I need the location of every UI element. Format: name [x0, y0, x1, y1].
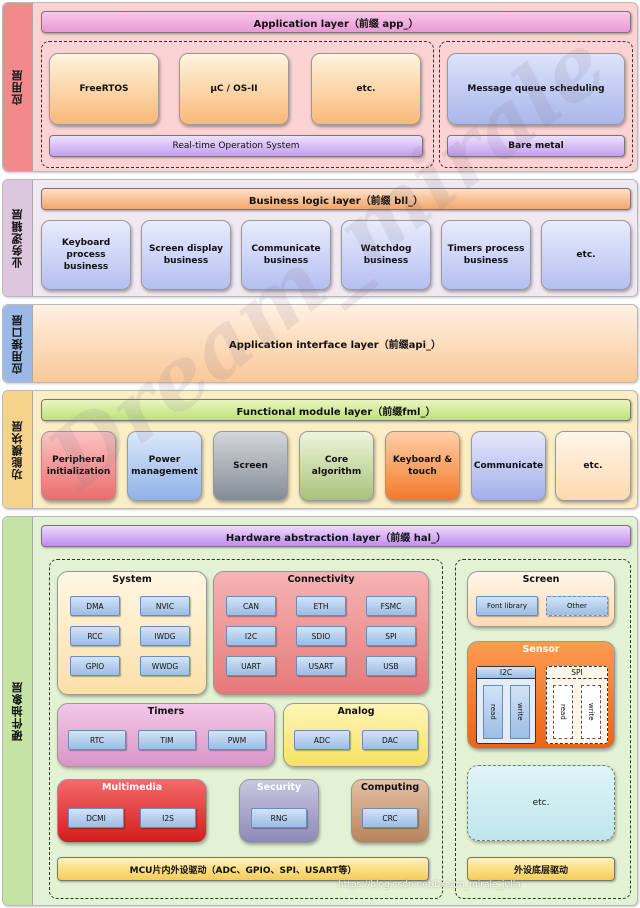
hal-system-title: System — [112, 574, 152, 585]
functional-module-layer-band: 功能模块层 Functional module layer（前缀fml_） Pe… — [2, 390, 638, 509]
chip-iwdg[interactable]: IWDG — [140, 626, 190, 646]
application-interface-layer-band: 应用接口层 Application interface layer（前缀api_… — [2, 304, 638, 383]
chip-fsmc[interactable]: FSMC — [366, 596, 416, 616]
functional-module-layer-side-label: 功能模块层 — [3, 391, 33, 508]
rtos-etc[interactable]: etc. — [311, 53, 421, 125]
hardware-abstraction-layer-band: 硬件抽象层 Hardware abstraction layer（前缀 hal_… — [2, 516, 638, 906]
fml-etc[interactable]: etc. — [555, 431, 631, 501]
fml-communicate[interactable]: Communicate — [471, 431, 546, 501]
hal-analog-title: Analog — [337, 706, 375, 717]
chip-can[interactable]: CAN — [226, 596, 276, 616]
sensor-spi-box: SPI read write — [546, 666, 608, 744]
hal-connectivity-title: Connectivity — [287, 574, 355, 585]
fml-core-algorithm[interactable]: Core algorithm — [299, 431, 374, 501]
hal-security-group: Security RNG — [239, 779, 319, 843]
chip-i2c[interactable]: I2C — [226, 626, 276, 646]
fml-keyboard-touch[interactable]: Keyboard & touch — [385, 431, 460, 501]
hal-sensor-group: Sensor I2C read write SPI read write — [467, 641, 615, 749]
chip-i2s[interactable]: I2S — [140, 808, 196, 828]
chip-sdio[interactable]: SDIO — [296, 626, 346, 646]
hal-multimedia-group: Multimedia DCMI I2S — [57, 779, 207, 843]
bll-communicate[interactable]: Communicate business — [241, 220, 331, 290]
hardware-abstraction-layer-title: Hardware abstraction layer（前缀 hal_） — [41, 525, 631, 547]
rtos-bar: Real-time Operation System — [49, 135, 423, 157]
sensor-i2c-box: I2C read write — [476, 666, 536, 744]
chip-uart[interactable]: UART — [226, 656, 276, 676]
chip-rtc[interactable]: RTC — [68, 730, 126, 750]
hal-analog-group: Analog ADC DAC — [283, 703, 429, 767]
chip-pwm[interactable]: PWM — [208, 730, 266, 750]
business-logic-layer-band: 业务逻辑层 Business logic layer（前缀 bll_） Keyb… — [2, 179, 638, 297]
hal-computing-title: Computing — [360, 782, 420, 793]
chip-font-library[interactable]: Font library — [476, 596, 538, 616]
application-layer-side-label: 应用层 — [3, 3, 33, 171]
sensor-i2c-write[interactable]: write — [510, 685, 530, 739]
functional-module-layer-title: Functional module layer（前缀fml_） — [41, 399, 631, 421]
hal-multimedia-title: Multimedia — [101, 782, 163, 793]
chip-wwdg[interactable]: WWDG — [140, 656, 190, 676]
bll-timers[interactable]: Timers process business — [441, 220, 531, 290]
hal-connectivity-group: Connectivity CAN ETH FSMC I2C SDIO SPI U… — [213, 571, 429, 695]
bare-metal-container — [439, 41, 633, 168]
chip-dma[interactable]: DMA — [70, 596, 120, 616]
rtos-container — [41, 41, 434, 168]
bll-etc[interactable]: etc. — [541, 220, 631, 290]
external-driver-bar: 外设底层驱动 — [467, 857, 615, 881]
bll-keyboard[interactable]: Keyboard process business — [41, 220, 131, 290]
mcu-driver-bar: MCU片内外设驱动（ADC、GPIO、SPI、USART等） — [57, 857, 429, 881]
hal-system-group: System DMA NVIC RCC IWDG GPIO WWDG — [57, 571, 207, 695]
hardware-abstraction-layer-side-label: 硬件抽象层 — [3, 517, 33, 905]
application-interface-layer-side-label: 应用接口层 — [3, 305, 33, 382]
business-logic-layer-side-label: 业务逻辑层 — [3, 180, 33, 296]
chip-dcmi[interactable]: DCMI — [68, 808, 124, 828]
sensor-spi-write[interactable]: write — [581, 685, 601, 739]
hal-screen-group: Screen Font library Other — [467, 571, 615, 627]
application-interface-layer-title: Application interface layer（前缀api_） — [228, 340, 442, 351]
chip-dac[interactable]: DAC — [362, 730, 418, 750]
hal-computing-group: Computing CRC — [351, 779, 429, 843]
rtos-freertos[interactable]: FreeRTOS — [49, 53, 159, 125]
chip-other[interactable]: Other — [546, 596, 608, 616]
hal-timers-group: Timers RTC TIM PWM — [57, 703, 275, 767]
chip-nvic[interactable]: NVIC — [140, 596, 190, 616]
chip-rcc[interactable]: RCC — [70, 626, 120, 646]
business-logic-layer-title: Business logic layer（前缀 bll_） — [41, 188, 631, 210]
message-queue-scheduling[interactable]: Message queue scheduling — [447, 53, 625, 125]
chip-eth[interactable]: ETH — [296, 596, 346, 616]
sensor-spi-read[interactable]: read — [553, 685, 573, 739]
hal-sensor-title: Sensor — [522, 644, 560, 655]
chip-usart[interactable]: USART — [296, 656, 346, 676]
application-layer-band: 应用层 Application layer（前缀 app_） FreeRTOS … — [2, 2, 638, 172]
mcu-driver-container — [49, 559, 443, 899]
hal-timers-title: Timers — [147, 706, 185, 717]
chip-rng[interactable]: RNG — [251, 808, 307, 828]
chip-tim[interactable]: TIM — [138, 730, 196, 750]
hal-screen-title: Screen — [522, 574, 560, 585]
fml-screen[interactable]: Screen — [213, 431, 288, 501]
bll-screen[interactable]: Screen display business — [141, 220, 231, 290]
source-url: https://blog.csdn.net/Dream_mirale_julia — [338, 880, 521, 890]
rtos-ucos[interactable]: μC / OS-II — [179, 53, 289, 125]
bare-metal-bar: Bare metal — [447, 135, 625, 157]
hal-security-title: Security — [256, 782, 302, 793]
bll-watchdog[interactable]: Watchdog business — [341, 220, 431, 290]
chip-usb[interactable]: USB — [366, 656, 416, 676]
chip-spi[interactable]: SPI — [366, 626, 416, 646]
external-driver-container — [455, 559, 631, 899]
sensor-i2c-read[interactable]: read — [483, 685, 503, 739]
chip-crc[interactable]: CRC — [362, 808, 418, 828]
sensor-i2c-label: I2C — [477, 667, 535, 679]
application-layer-title: Application layer（前缀 app_） — [41, 11, 631, 33]
fml-power-management[interactable]: Power management — [127, 431, 202, 501]
sensor-spi-label: SPI — [547, 667, 607, 679]
chip-gpio[interactable]: GPIO — [70, 656, 120, 676]
chip-adc[interactable]: ADC — [294, 730, 350, 750]
fml-peripheral-init[interactable]: Peripheral initialization — [41, 431, 116, 501]
hal-external-etc[interactable]: etc. — [467, 765, 615, 841]
